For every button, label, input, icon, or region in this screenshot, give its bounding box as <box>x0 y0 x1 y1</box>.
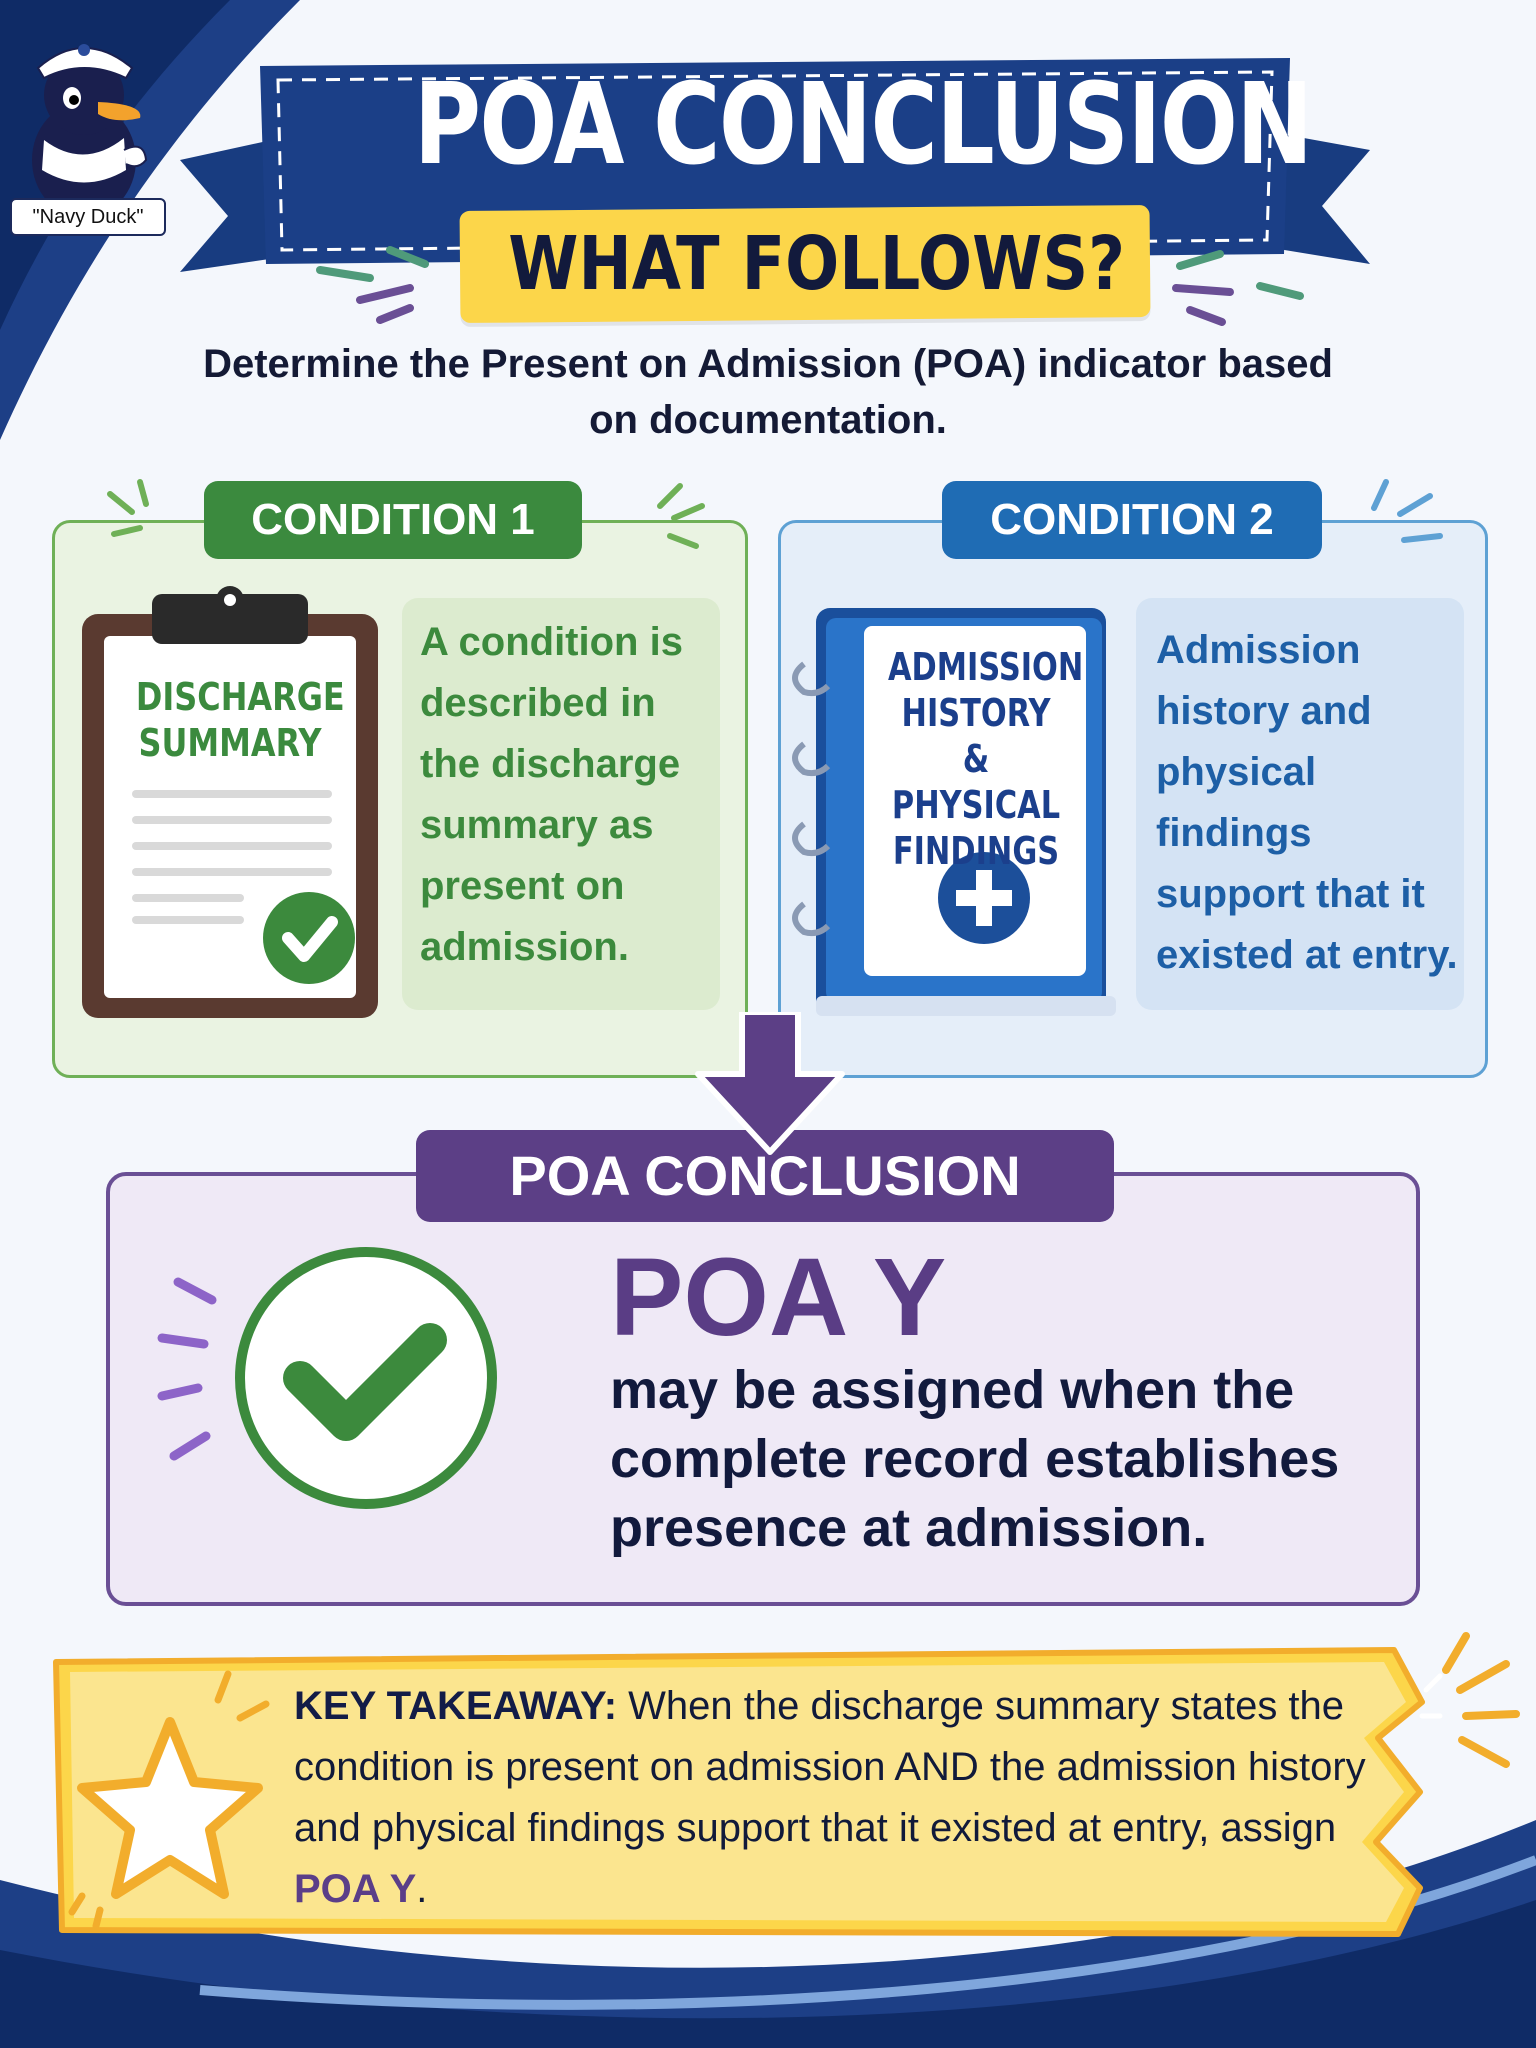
takeaway-text: KEY TAKEAWAY: When the discharge summary… <box>294 1676 1384 1920</box>
discharge-summary-label: DISCHARGE SUMMARY <box>135 675 345 765</box>
takeaway-highlight: POA Y <box>294 1867 417 1911</box>
takeaway-banner <box>53 1647 1425 1937</box>
admission-history-label: ADMISSION HISTORY & PHYSICAL FINDINGS <box>888 645 1084 873</box>
checkmark-circle-icon <box>157 1247 497 1509</box>
condition-2-label: CONDITION 2 <box>942 481 1322 559</box>
page-subtitle: WHAT FOLLOWS? <box>508 221 1126 307</box>
takeaway-heading: KEY TAKEAWAY: <box>294 1684 618 1728</box>
clipboard-check-icon <box>82 586 378 1018</box>
decoration-dashes-left <box>316 246 429 324</box>
conclusion-text: may be assigned when the complete record… <box>610 1360 1340 1558</box>
sparkle-lines-icon <box>657 483 705 549</box>
condition-1-text: A condition is described in the discharg… <box>420 620 683 969</box>
decoration-dashes-right <box>1172 250 1304 326</box>
conclusion-value: POA Y <box>610 1236 947 1359</box>
conclusion-label: POA CONCLUSION <box>416 1130 1114 1222</box>
sparkle-lines-icon <box>1371 479 1443 543</box>
condition-1-text-box <box>402 598 720 1010</box>
star-icon <box>68 1670 270 1930</box>
takeaway-body: When the discharge summary states the co… <box>294 1684 1366 1850</box>
intro-text: Determine the Present on Admission (POA)… <box>203 342 1333 442</box>
condition-1-label: CONDITION 1 <box>204 481 582 559</box>
sparkle-lines-icon <box>107 479 149 537</box>
navy-duck-mascot <box>32 44 148 218</box>
page-title: POA CONCLUSION <box>413 60 1313 190</box>
condition-2-text: Admission history and physical findings … <box>1156 628 1458 977</box>
arrow-down-icon <box>695 1012 845 1155</box>
mascot-label: "Navy Duck" <box>10 198 166 236</box>
sparkle-burst-icon <box>1419 1632 1520 1768</box>
condition-2-text-box <box>1136 598 1464 1010</box>
takeaway-end: . <box>416 1867 428 1911</box>
medical-book-icon <box>792 608 1116 1016</box>
